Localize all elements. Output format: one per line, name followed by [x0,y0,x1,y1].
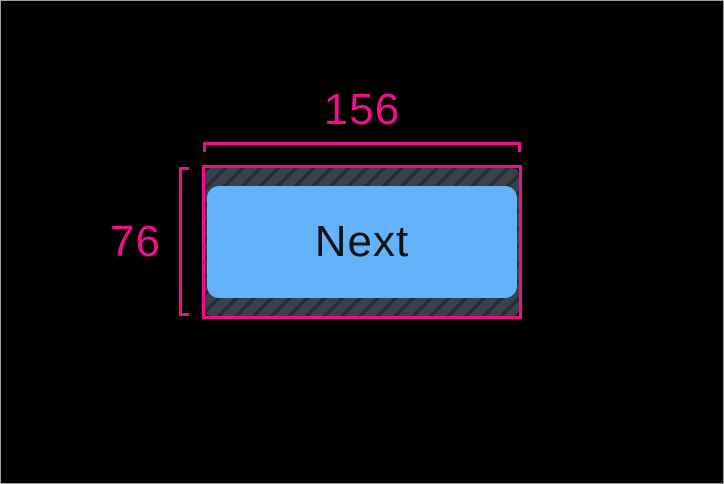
width-measure-bracket [203,142,521,152]
padding-hatch-area: Next [205,168,519,316]
next-button[interactable]: Next [207,186,517,298]
height-dimension-label: 76 [110,217,161,266]
next-button-label: Next [314,217,410,266]
height-measure-bracket [179,167,189,316]
selection-outline: Next [202,165,522,319]
width-dimension-label: 156 [323,85,401,134]
